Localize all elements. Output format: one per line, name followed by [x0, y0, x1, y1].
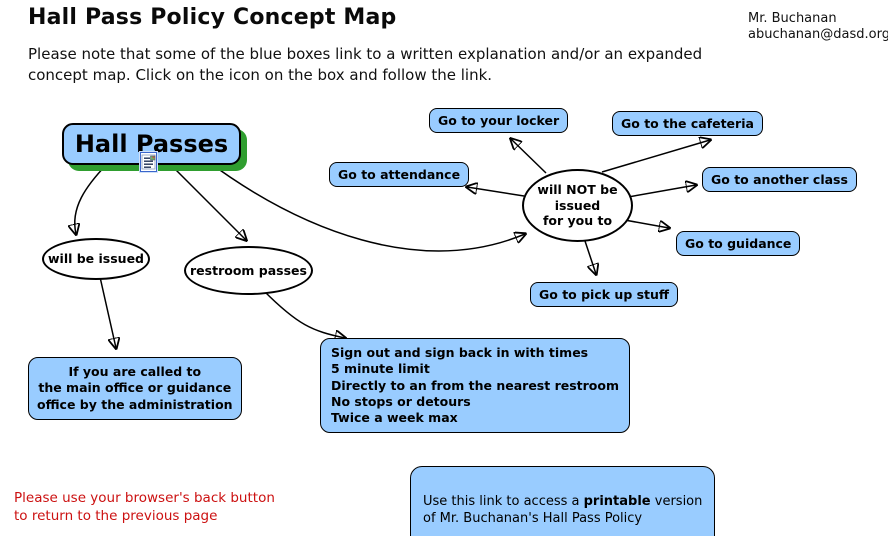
page-title: Hall Pass Policy Concept Map	[28, 5, 397, 30]
instructions-text: Please note that some of the blue boxes …	[28, 45, 703, 84]
document-link-icon[interactable]	[139, 151, 158, 173]
node-if-called-to-office: If you are called to the main office or …	[28, 357, 242, 420]
printable-text-before: Use this link to access a	[423, 493, 584, 509]
node-will-be-issued-label: will be issued	[47, 251, 145, 267]
node-restroom-passes-label: restroom passes	[190, 262, 307, 278]
connector-will-be-issued-to-if-called	[99, 276, 116, 348]
connector-restroom-to-rules	[263, 290, 345, 338]
node-go-to-pick-up-stuff: Go to pick up stuff	[530, 282, 679, 307]
node-will-be-issued: will be issued	[42, 238, 150, 280]
node-go-to-attendance: Go to attendance	[329, 162, 470, 187]
connector-will-not-to-cafeteria	[601, 140, 710, 173]
node-will-not-be-issued: will NOT be issued for you to	[522, 169, 633, 242]
connector-will-not-to-attendance	[467, 187, 525, 197]
node-restroom-passes: restroom passes	[184, 246, 313, 295]
node-go-to-guidance: Go to guidance	[676, 231, 801, 256]
node-will-not-be-issued-label: will NOT be issued for you to	[537, 182, 618, 229]
browser-back-note: Please use your browser's back button to…	[14, 490, 275, 524]
connector-root-to-will-be-issued	[75, 163, 108, 234]
node-go-to-your-locker: Go to your locker	[429, 108, 569, 133]
node-restroom-pass-rules: Sign out and sign back in with times 5 m…	[320, 338, 630, 434]
printable-bold-word: printable	[583, 493, 651, 509]
connector-will-not-to-locker	[511, 139, 547, 174]
printable-version-link-box[interactable]: Use this link to access a printable vers…	[410, 466, 716, 536]
author-contact: Mr. Buchanan abuchanan@dasd.org	[748, 11, 888, 42]
connector-root-to-restroom-passes	[169, 163, 246, 240]
node-go-to-another-class: Go to another class	[702, 167, 857, 192]
connector-root-to-will-not	[205, 159, 525, 252]
node-go-to-the-cafeteria: Go to the cafeteria	[612, 111, 763, 136]
printable-text-after: version of Mr. Buchanan's Hall Pass Poli…	[423, 493, 703, 527]
connector-will-not-to-pickup	[583, 237, 596, 274]
connector-will-not-to-another-class	[627, 185, 696, 198]
